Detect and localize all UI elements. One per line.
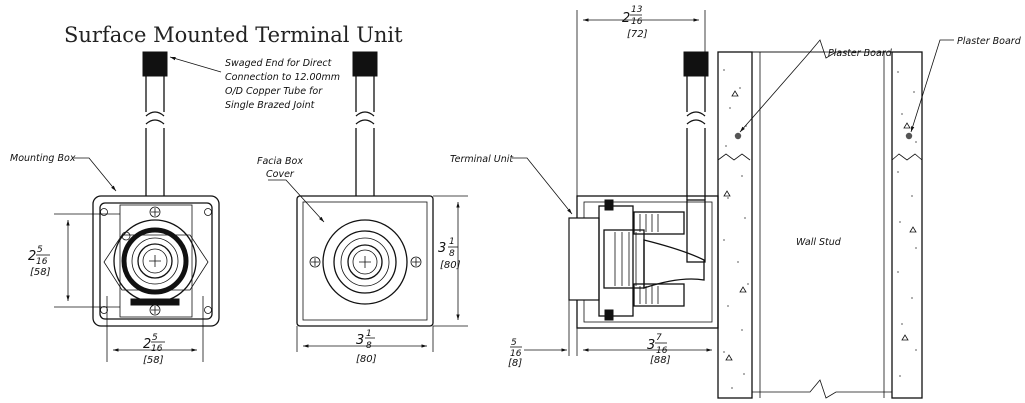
svg-text:16: 16: [510, 349, 522, 359]
plaster-board-right: [891, 51, 923, 399]
drawing-title: Surface Mounted Terminal Unit: [64, 23, 403, 47]
facia-dimensions: 3 1 8 [80] 3 1 8 [80]: [296, 195, 468, 365]
svg-text:[58]: [58]: [143, 355, 164, 366]
mounting-box-label: Mounting Box: [10, 153, 76, 164]
mounting-box-view: Mounting Box: [10, 51, 220, 327]
svg-text:[58]: [58]: [30, 267, 51, 278]
swaged-end-cap-2: [352, 51, 378, 77]
svg-text:16: 16: [151, 344, 163, 354]
side-section-dimensions: 2 13 16 [72] 5 16 [8] 3 7 16 [88]: [508, 5, 719, 369]
svg-text:13: 13: [631, 5, 643, 15]
svg-text:16: 16: [656, 346, 668, 356]
svg-text:8: 8: [366, 341, 372, 351]
mounting-box-outline: [92, 195, 220, 327]
plaster-marker-right: [905, 132, 913, 140]
facia-box-outline: [296, 195, 434, 327]
swaged-end-cap: [142, 51, 168, 77]
facia-outer-ring: [322, 219, 408, 305]
terminal-faceplate: [568, 217, 600, 301]
svg-text:Connection to 12.00mm: Connection to 12.00mm: [225, 72, 340, 83]
svg-text:Swaged End for Direct: Swaged End for Direct: [225, 58, 333, 69]
svg-text:2: 2: [622, 11, 630, 26]
plaster-board-left: [717, 51, 753, 399]
facia-cover-view: Facia Box Cover: [257, 51, 434, 327]
mounting-box-dimensions: 2 5 16 [58] 2 5 16 [58]: [28, 213, 204, 366]
svg-text:3: 3: [647, 338, 655, 353]
svg-text:16: 16: [36, 257, 48, 267]
svg-text:5: 5: [152, 333, 158, 343]
label-strip: [130, 298, 180, 306]
svg-text:7: 7: [656, 333, 662, 343]
svg-text:[8]: [8]: [508, 358, 522, 369]
svg-text:3: 3: [356, 333, 364, 348]
svg-text:Single Brazed Joint: Single Brazed Joint: [225, 100, 316, 111]
svg-text:1: 1: [366, 329, 372, 339]
svg-text:3: 3: [438, 241, 446, 256]
facia-label-1: Facia Box: [257, 156, 303, 167]
svg-text:[72]: [72]: [627, 29, 648, 40]
svg-text:5: 5: [37, 245, 43, 255]
side-section-view: Terminal Unit Plaster Board Plaster Boar…: [450, 36, 1022, 399]
svg-text:2: 2: [28, 249, 36, 264]
svg-text:2: 2: [143, 337, 151, 352]
swaged-end-note: Swaged End for Direct Connection to 12.0…: [169, 56, 340, 111]
terminal-unit-label: Terminal Unit: [450, 154, 514, 165]
plaster-marker-left: [734, 132, 742, 140]
svg-text:8: 8: [449, 249, 455, 259]
wall-stud-label: Wall Stud: [796, 237, 842, 248]
plaster-hatching: [723, 69, 917, 389]
svg-text:[88]: [88]: [650, 355, 671, 366]
swaged-end-cap-3: [683, 51, 709, 77]
plaster-board-label-2: Plaster Board: [957, 36, 1022, 47]
svg-text:O/D Copper Tube for: O/D Copper Tube for: [225, 86, 323, 97]
svg-text:5: 5: [511, 338, 517, 348]
svg-text:1: 1: [449, 237, 455, 247]
svg-text:[80]: [80]: [356, 354, 377, 365]
svg-text:[80]: [80]: [440, 260, 461, 271]
plaster-board-label-1: Plaster Board: [828, 48, 893, 59]
svg-text:16: 16: [631, 17, 643, 27]
facia-label-2: Cover: [266, 169, 295, 180]
